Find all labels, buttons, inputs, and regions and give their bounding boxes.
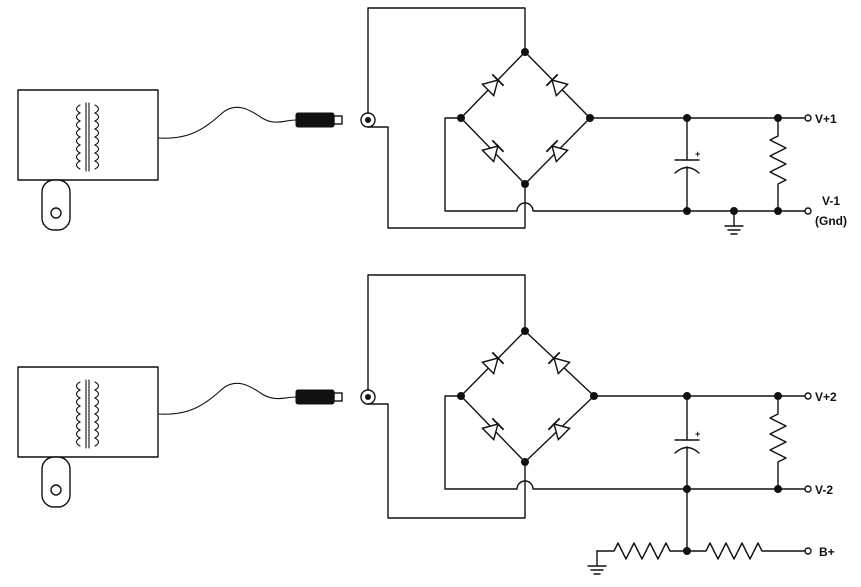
bottom-filter-capacitor-icon: + <box>674 392 700 552</box>
bottom-terminal-negative <box>804 485 812 493</box>
bottom-ground-icon <box>587 550 607 575</box>
bottom-label-v-minus: V-2 <box>815 483 833 497</box>
top-label-v-plus: V+1 <box>815 112 837 126</box>
top-capacitor-polarity: + <box>695 149 700 159</box>
top-label-v-minus: V-1 <box>822 194 840 208</box>
bottom-bridge-rectifier-icon <box>457 327 598 466</box>
top-wall-adapter <box>17 89 159 231</box>
top-barrel-jack-icon <box>360 112 376 128</box>
bottom-divider-resistor-left-icon <box>596 542 688 560</box>
top-label-gnd: (Gnd) <box>815 214 847 228</box>
top-filter-capacitor-icon: + <box>674 114 700 215</box>
bottom-transformer-icon <box>75 379 100 449</box>
top-transformer-icon <box>75 102 100 172</box>
top-circuit: + V+1 V-1 (Gnd) <box>17 7 847 235</box>
bottom-divider-resistor-right-icon <box>686 542 806 560</box>
top-ground-icon <box>724 207 744 235</box>
bottom-jack-wire-lower <box>367 403 526 519</box>
top-jack-wire-upper <box>367 7 526 114</box>
bottom-barrel-plug-icon <box>295 389 343 405</box>
top-barrel-plug-icon <box>295 112 343 128</box>
top-plug-prong-icon <box>41 179 71 231</box>
bottom-terminal-positive <box>804 392 812 400</box>
bottom-plug-prong-icon <box>41 456 71 508</box>
bottom-bias-divider <box>596 542 806 560</box>
bottom-load-resistor-icon <box>769 392 787 493</box>
bottom-label-b-plus: B+ <box>819 545 835 559</box>
bottom-label-v-plus: V+2 <box>815 390 837 404</box>
top-negative-rail <box>444 117 806 212</box>
bottom-capacitor-polarity: + <box>695 429 700 439</box>
bottom-negative-rail <box>444 395 806 490</box>
bottom-barrel-jack-icon <box>360 389 376 405</box>
bottom-wall-adapter <box>17 366 159 508</box>
top-power-cord <box>157 106 297 139</box>
top-bridge-rectifier-icon <box>457 48 594 188</box>
top-load-resistor-icon <box>769 114 787 215</box>
bottom-terminal-bias <box>804 547 812 555</box>
top-terminal-negative <box>804 207 812 215</box>
bottom-jack-wire-upper <box>367 274 526 391</box>
bottom-power-cord <box>157 382 297 415</box>
bottom-circuit: + V+2 V-2 B+ <box>17 274 837 575</box>
top-jack-wire-lower <box>367 126 526 229</box>
top-terminal-positive <box>804 114 812 122</box>
